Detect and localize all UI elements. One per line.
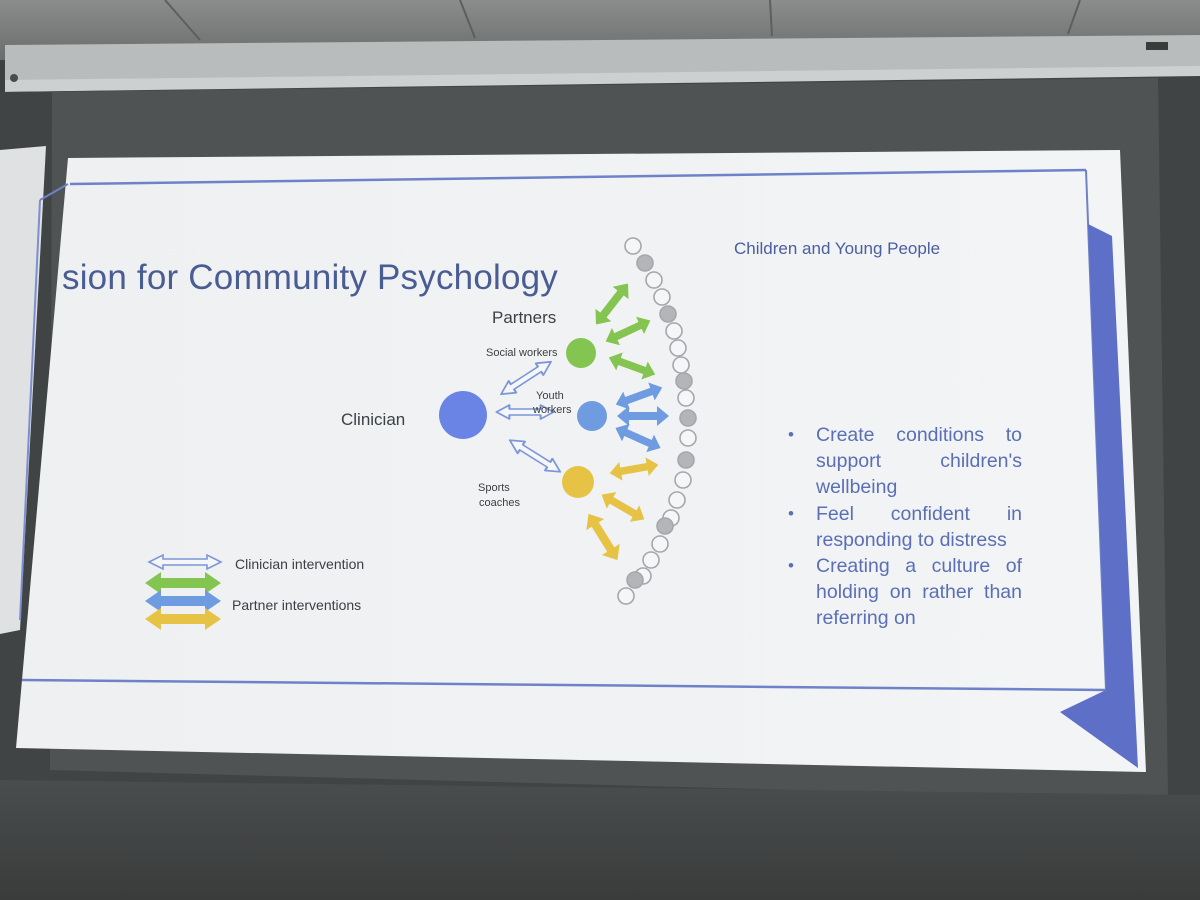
social-workers-node (566, 338, 596, 368)
slide-bottom-border (21, 678, 1107, 692)
slide-top-inner (39, 183, 69, 201)
sports-coaches-label-line1: Sports (478, 482, 510, 494)
children-circles (617, 237, 697, 605)
bullet-item: Feel confident in responding to distress (788, 501, 1022, 553)
right-accent-bar (1060, 224, 1138, 768)
legend-partner-interventions: Partner interventions (232, 597, 362, 613)
slide-title: sion for Community Psychology (62, 258, 558, 297)
clinician-label: Clinician (341, 410, 406, 429)
clinician-intervention-arrows (495, 360, 562, 473)
legend-clinician-intervention: Clinician intervention (235, 556, 365, 572)
green-partner-arrows (595, 283, 656, 380)
diagram (145, 237, 697, 630)
blue-partner-arrows (615, 382, 669, 453)
bullet-item: Create conditions to support children's … (788, 422, 1022, 501)
social-workers-label: Social workers (486, 347, 558, 359)
youth-workers-node (577, 401, 607, 431)
legend-clinician-arrow (147, 553, 223, 571)
slide-top-border (69, 168, 1087, 186)
bullet-item: Creating a culture of holding on rather … (788, 553, 1022, 632)
housing-label (1146, 42, 1168, 50)
yellow-partner-arrows (586, 457, 659, 561)
slide-left-border (19, 199, 41, 621)
youth-workers-label-line2: workers (533, 404, 572, 416)
legend-green-arrow (145, 572, 221, 594)
floor (0, 780, 1200, 900)
sports-coaches-label-line2: coaches (479, 497, 520, 509)
youth-workers-label-line1: Youth (536, 390, 564, 402)
children-young-people-heading: Children and Young People (734, 239, 941, 258)
legend-blue-arrow (145, 590, 221, 612)
legend-arrows (145, 553, 223, 630)
sports-coaches-node (562, 466, 594, 498)
partners-heading: Partners (492, 308, 557, 327)
legend-yellow-arrow (145, 608, 221, 630)
clinician-node (439, 391, 487, 439)
ceiling-tile-lines (164, 0, 1081, 41)
bullet-list: Create conditions to support children's … (788, 422, 1022, 632)
